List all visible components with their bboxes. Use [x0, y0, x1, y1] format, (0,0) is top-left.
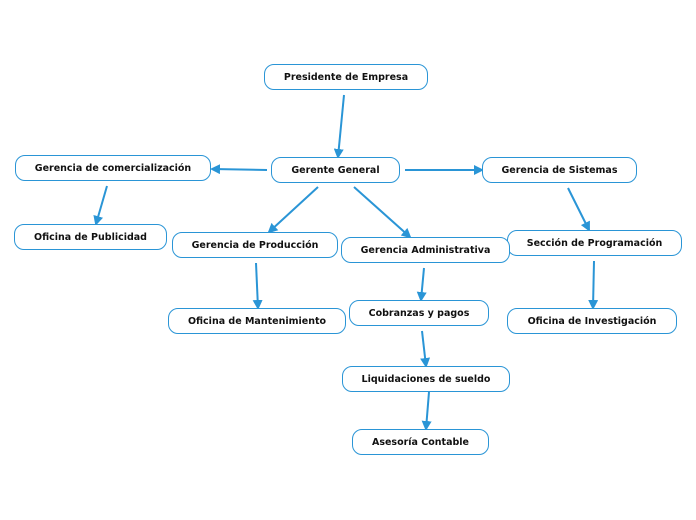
- arrow-programacion-to-investigacion: [588, 260, 599, 310]
- arrow-presidente-to-gerente: [333, 94, 345, 159]
- node-cobranzas-y-pagos[interactable]: Cobranzas y pagos: [349, 300, 489, 326]
- node-asesoria-contable[interactable]: Asesoría Contable: [352, 429, 489, 455]
- node-seccion-de-programacion[interactable]: Sección de Programación: [507, 230, 682, 256]
- node-oficina-de-mantenimiento[interactable]: Oficina de Mantenimiento: [168, 308, 346, 334]
- arrow-cobranzas-to-liquidaciones: [420, 330, 431, 368]
- arrow-liquidaciones-to-asesoria: [421, 391, 432, 431]
- node-liquidaciones-de-sueldo[interactable]: Liquidaciones de sueldo: [342, 366, 510, 392]
- node-gerente-general[interactable]: Gerente General: [271, 157, 400, 183]
- arrow-gerente-to-produccion: [267, 186, 319, 234]
- arrow-administrativa-to-cobranzas: [416, 267, 427, 302]
- arrow-produccion-to-mantenimiento: [252, 262, 263, 310]
- arrow-sistemas-to-programacion: [567, 187, 590, 232]
- arrow-gerente-to-administrativa: [353, 186, 412, 239]
- arrow-gerente-to-comercial: [210, 164, 268, 175]
- node-presidente-de-empresa[interactable]: Presidente de Empresa: [264, 64, 428, 90]
- node-gerencia-de-comercializacion[interactable]: Gerencia de comercialización: [15, 155, 211, 181]
- node-oficina-de-investigacion[interactable]: Oficina de Investigación: [507, 308, 677, 334]
- node-gerencia-de-sistemas[interactable]: Gerencia de Sistemas: [482, 157, 637, 183]
- node-gerencia-administrativa[interactable]: Gerencia Administrativa: [341, 237, 510, 263]
- node-gerencia-de-produccion[interactable]: Gerencia de Producción: [172, 232, 338, 258]
- arrow-comercial-to-publicidad: [93, 185, 108, 226]
- node-oficina-de-publicidad[interactable]: Oficina de Publicidad: [14, 224, 167, 250]
